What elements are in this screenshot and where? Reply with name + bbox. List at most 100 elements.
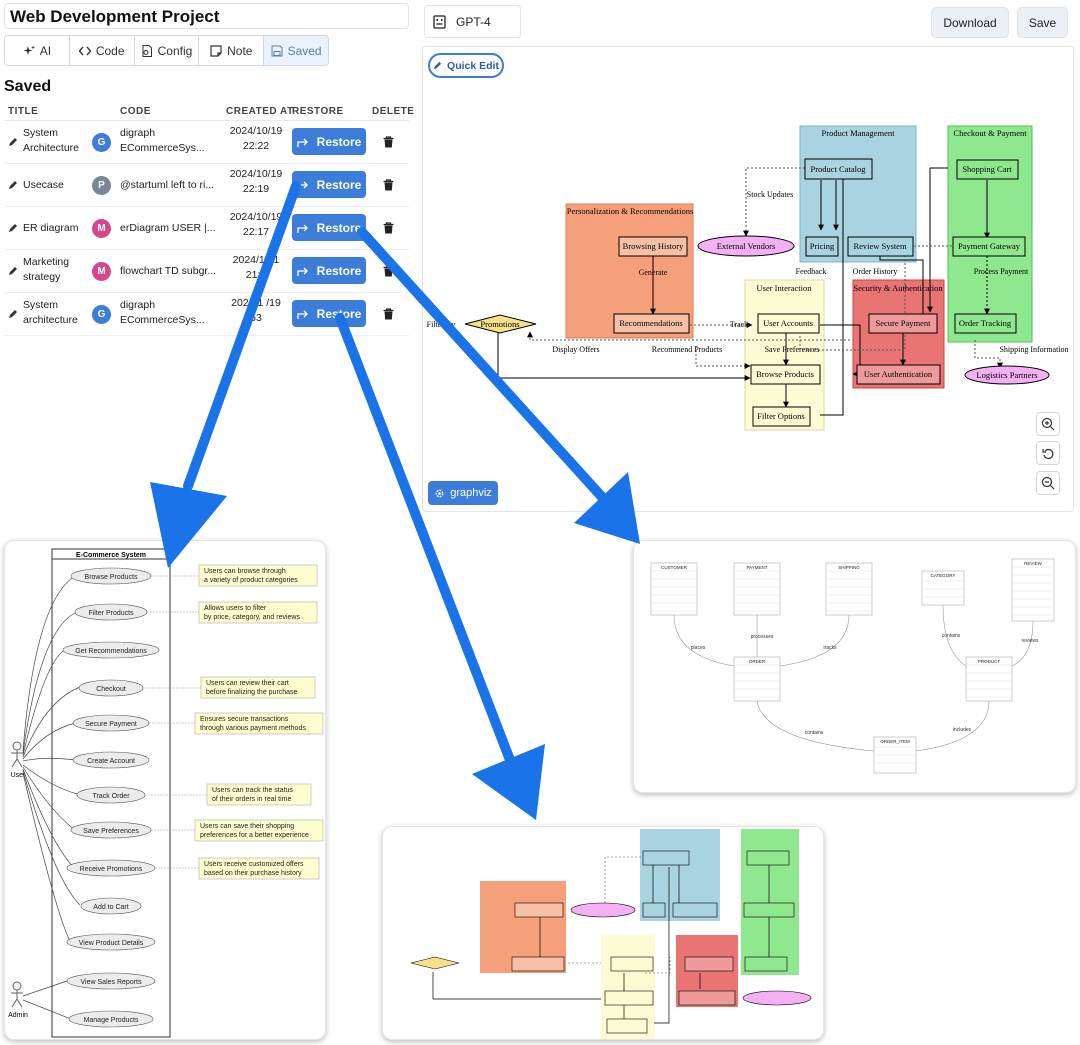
column-header-delete: DELETE	[372, 106, 415, 117]
node-accounts: User Accounts	[763, 318, 813, 328]
node-catalog: Product Catalog	[810, 164, 866, 174]
node-cart: Shopping Cart	[962, 164, 1012, 174]
tab-label: AI	[39, 43, 52, 58]
note-line: Users can save their shopping	[200, 823, 294, 830]
avatar: G	[92, 305, 111, 324]
node-logistics: Logistics Partners	[976, 370, 1037, 380]
restore-arrow-icon	[297, 267, 308, 276]
edit-icon[interactable]	[8, 309, 18, 319]
edge-label: Recommend Products	[652, 345, 722, 354]
node-secure: Secure Payment	[876, 318, 932, 328]
annotation-arrow-shaft	[357, 227, 607, 502]
node-browse: Browse Products	[756, 369, 814, 379]
diagram-canvas[interactable]	[422, 46, 1074, 512]
tab-label: Note	[227, 43, 253, 58]
relation-label: tracks	[823, 645, 837, 651]
architecture-preview-card[interactable]	[382, 826, 824, 1040]
note-line: Allows users to filter	[204, 605, 267, 612]
usecase: View Product Details	[79, 940, 144, 947]
actor-admin: Admin	[8, 1012, 28, 1019]
usecase: View Sales Reports	[81, 979, 142, 986]
edge-label: Track	[730, 320, 748, 329]
node-browsing: Browsing History	[623, 241, 684, 251]
cluster-label: User Interaction	[757, 283, 813, 293]
tab-ai[interactable]: AI	[5, 36, 70, 65]
trash-icon[interactable]	[383, 308, 394, 320]
restore-button[interactable]: Restore	[292, 214, 366, 241]
note-line: through various payment methods	[200, 725, 306, 732]
row-title: System Architecture	[23, 127, 80, 154]
architecture-graph: Product Management Checkout & Payment Pe…	[427, 125, 1069, 431]
save-button[interactable]: Save	[1017, 7, 1068, 38]
tab-config[interactable]: Config	[134, 36, 200, 65]
engine-badge[interactable]: graphviz	[428, 481, 498, 505]
trash-icon[interactable]	[383, 179, 394, 191]
download-button[interactable]: Download	[931, 7, 1009, 38]
trash-icon[interactable]	[383, 136, 394, 148]
note-line: Users can browse through	[204, 568, 286, 575]
tab-note[interactable]: Note	[199, 36, 265, 65]
edit-icon[interactable]	[8, 180, 18, 190]
code-icon	[78, 46, 91, 55]
edge-label: Process Payment	[974, 267, 1029, 276]
config-file-icon	[142, 44, 152, 57]
restore-button[interactable]: Restore	[292, 171, 366, 198]
note-line: of their orders in real time	[212, 796, 291, 803]
usecase: Add to Cart	[93, 904, 128, 911]
row-title: ER diagram	[23, 222, 79, 234]
restore-button[interactable]: Restore	[292, 257, 366, 284]
reset-zoom-button[interactable]	[1036, 441, 1060, 465]
edit-icon[interactable]	[8, 137, 18, 147]
usecase: Receive Promotions	[80, 866, 143, 873]
edge-label: Stock Updates	[747, 190, 793, 199]
node-promotions: Promotions	[480, 319, 519, 329]
table-row: ER diagram M erDiagram USER |... 2024/10…	[4, 207, 409, 250]
avatar: P	[92, 176, 111, 195]
usecase: Filter Products	[88, 610, 134, 617]
note-line: a variety of product categories	[204, 577, 298, 584]
restore-button[interactable]: Restore	[292, 128, 366, 155]
usecase: Track Order	[92, 793, 130, 800]
edit-icon[interactable]	[8, 266, 18, 276]
er-diagram: CUSTOMER PAYMENT SHIPPING CATEGORY REVIE…	[650, 558, 1055, 774]
annotation-arrowhead	[472, 744, 545, 820]
column-header-code: CODE	[120, 106, 151, 117]
relation-label: places	[691, 645, 706, 651]
architecture-thumbnail	[410, 829, 812, 1039]
zoom-out-icon	[1041, 476, 1055, 490]
zoom-in-button[interactable]	[1036, 412, 1060, 436]
note-line: based on their purchase history	[204, 870, 302, 877]
tab-code[interactable]: Code	[69, 36, 135, 65]
column-header-title: TITLE	[8, 106, 39, 117]
restore-button[interactable]: Restore	[292, 300, 366, 327]
edge-label: Generate	[639, 268, 668, 277]
node-recs: Recommendations	[619, 318, 682, 328]
trash-icon[interactable]	[383, 222, 394, 234]
node-tracking: Order Tracking	[959, 318, 1012, 328]
zoom-in-icon	[1041, 417, 1055, 431]
zoom-out-button[interactable]	[1036, 471, 1060, 495]
project-title-input[interactable]: Web Development Project	[4, 3, 409, 29]
usecase: Checkout	[96, 686, 126, 693]
model-selector[interactable]: GPT-4	[424, 5, 521, 38]
entity-name: SHIPPING	[838, 565, 860, 570]
node-filter: Filter Options	[757, 411, 804, 421]
note-line: preferences for a better experience	[200, 832, 309, 839]
restore-arrow-icon	[297, 224, 308, 233]
usecase: Secure Payment	[85, 721, 137, 728]
avatar: M	[92, 219, 111, 238]
usecase: Get Recommendations	[75, 648, 147, 655]
usecase-preview-card[interactable]: E-Commerce System User Admin Browse Prod…	[4, 540, 326, 1040]
er-preview-card[interactable]: CUSTOMER PAYMENT SHIPPING CATEGORY REVIE…	[633, 540, 1076, 793]
node-pricing: Pricing	[810, 241, 835, 251]
quick-edit-button[interactable]: Quick Edit	[428, 53, 504, 78]
edit-icon[interactable]	[8, 223, 18, 233]
tab-label: Code	[95, 43, 125, 58]
entity-name: CATEGORY	[931, 573, 956, 578]
entity-name: REVIEW	[1024, 561, 1043, 566]
tab-saved[interactable]: Saved	[264, 36, 328, 65]
annotation-arrow-shaft	[183, 181, 301, 491]
